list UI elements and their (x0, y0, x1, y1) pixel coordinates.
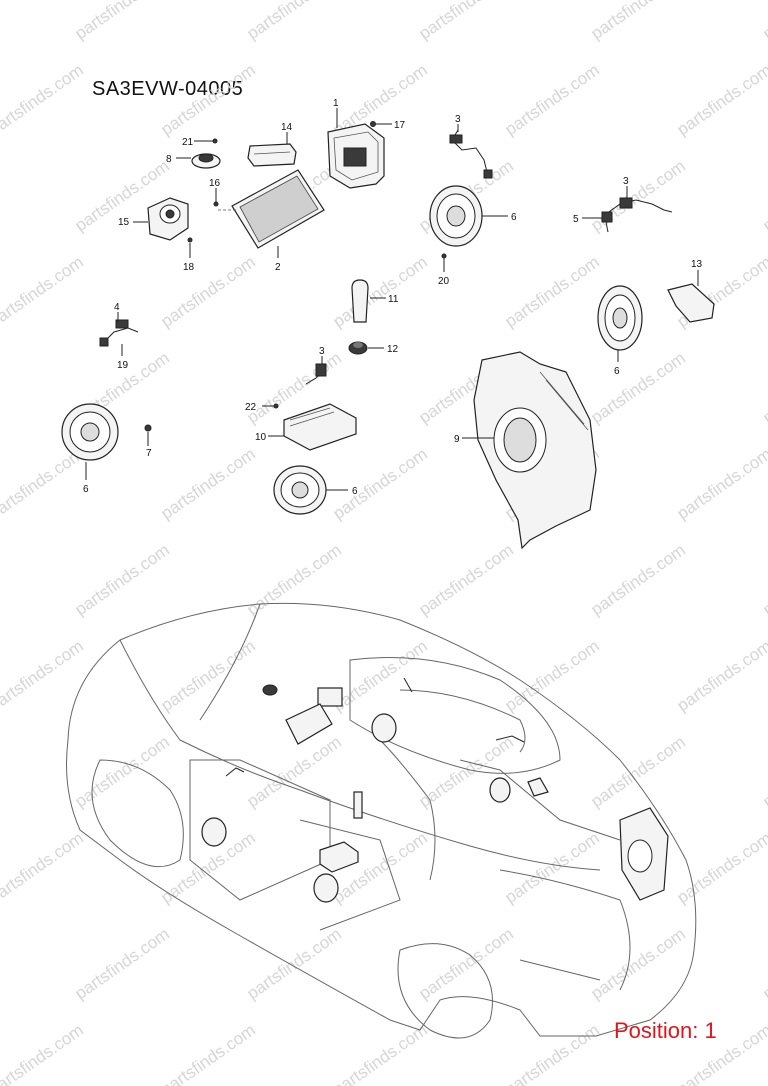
watermark-text: partsfinds.com (329, 444, 430, 523)
watermark-text: partsfinds.com (587, 540, 688, 619)
callout-14: 14 (281, 122, 293, 133)
watermark-text: partsfinds.com (329, 252, 430, 331)
watermark-text: partsfinds.com (157, 60, 258, 139)
watermark-text: partsfinds.com (157, 636, 258, 715)
callout-18: 18 (183, 262, 195, 273)
callout-12: 12 (387, 344, 399, 355)
watermark-text: partsfinds.com (0, 60, 87, 139)
watermark-text: partsfinds.com (501, 60, 602, 139)
part-13-antenna (667, 270, 715, 323)
callout-21: 21 (182, 137, 194, 148)
watermark-text: partsfinds.com (673, 444, 768, 523)
watermark-text: partsfinds.com (415, 924, 516, 1003)
part-6-speaker-c (61, 403, 152, 480)
callout-7: 7 (146, 448, 152, 459)
part-15-speaker-bracket (133, 197, 193, 258)
watermark-text: partsfinds.com (501, 252, 602, 331)
part-14-module (247, 132, 297, 167)
callout-6: 6 (83, 484, 89, 495)
watermark-text: partsfinds.com (759, 924, 768, 1003)
watermark-text: partsfinds.com (587, 924, 688, 1003)
callout-19: 19 (117, 360, 129, 371)
part-2-display (213, 169, 325, 258)
watermark-text: partsfinds.com (0, 444, 87, 523)
callout-3: 3 (455, 114, 461, 125)
watermark-text: partsfinds.com (759, 348, 768, 427)
watermark-text: partsfinds.com (673, 60, 768, 139)
watermark-text: partsfinds.com (157, 252, 258, 331)
part-3-harness-a (449, 124, 493, 179)
part-8-tweeter (176, 138, 221, 169)
callout-5: 5 (573, 214, 579, 225)
watermark-text: partsfinds.com (243, 924, 344, 1003)
callout-1: 1 (333, 98, 339, 109)
watermark-text: partsfinds.com (501, 636, 602, 715)
watermark-text: partsfinds.com (501, 828, 602, 907)
watermark-text: partsfinds.com (243, 0, 344, 43)
watermark-text: partsfinds.com (71, 540, 172, 619)
watermark-text: partsfinds.com (0, 828, 87, 907)
watermark-text: partsfinds.com (759, 0, 768, 43)
watermark-text: partsfinds.com (759, 732, 768, 811)
watermark-text: partsfinds.com (587, 156, 688, 235)
part-11-mast (351, 279, 386, 323)
callout-10: 10 (255, 432, 267, 443)
vehicle-outline (66, 602, 697, 1039)
watermark-text: partsfinds.com (759, 156, 768, 235)
watermark-text: partsfinds.com (329, 1020, 430, 1086)
part-12-grommet (348, 341, 384, 355)
watermark-text: partsfinds.com (501, 1020, 602, 1086)
callout-11: 11 (388, 294, 399, 305)
part-1-amplifier (327, 108, 392, 189)
callout-6: 6 (352, 486, 358, 497)
watermark-text: partsfinds.com (759, 540, 768, 619)
callout-4: 4 (114, 302, 120, 313)
part-4-harness-c (99, 312, 139, 356)
callout-13: 13 (691, 259, 703, 270)
watermark-text: partsfinds.com (157, 444, 258, 523)
part-9-subwoofer (462, 351, 597, 550)
watermark-text: partsfinds.com (71, 732, 172, 811)
callout-3: 3 (623, 176, 629, 187)
callout-6: 6 (614, 366, 620, 377)
watermark-text: partsfinds.com (329, 636, 430, 715)
callout-9: 9 (454, 434, 460, 445)
watermark-text: partsfinds.com (329, 60, 430, 139)
part-10-amplifier (262, 356, 357, 451)
diagram-code: SA3EVW-04005 (92, 78, 244, 100)
callout-17: 17 (394, 120, 406, 131)
watermark-text: partsfinds.com (415, 0, 516, 43)
watermark-text: partsfinds.com (587, 732, 688, 811)
watermark-text: partsfinds.com (673, 828, 768, 907)
watermark-text: partsfinds.com (71, 0, 172, 43)
callout-15: 15 (118, 217, 130, 228)
callout-20: 20 (438, 276, 450, 287)
watermark-text: partsfinds.com (0, 252, 87, 331)
callout-16: 16 (209, 178, 221, 189)
callout-labels: 1 17 14 21 8 16 15 18 2 3 6 20 3 5 13 4 … (83, 98, 703, 497)
part-6-speaker-b (597, 285, 643, 362)
installed-parts (201, 677, 669, 903)
callout-2: 2 (275, 262, 281, 273)
watermark-text: partsfinds.com (673, 636, 768, 715)
watermark-text: partsfinds.com (587, 348, 688, 427)
callout-22: 22 (245, 402, 257, 413)
watermark-text: partsfinds.com (157, 1020, 258, 1086)
watermark-text: partsfinds.com (415, 540, 516, 619)
part-6-speaker-a (429, 185, 508, 272)
part-6-speaker-d (273, 465, 348, 515)
watermark-text: partsfinds.com (587, 0, 688, 43)
position-label: Position: 1 (614, 1018, 717, 1043)
part-5-harness-b (582, 186, 673, 233)
callout-6: 6 (511, 212, 517, 223)
callout-3: 3 (319, 346, 325, 357)
watermark-text: partsfinds.com (71, 924, 172, 1003)
watermark-text: partsfinds.com (0, 1020, 87, 1086)
callout-8: 8 (166, 154, 172, 165)
